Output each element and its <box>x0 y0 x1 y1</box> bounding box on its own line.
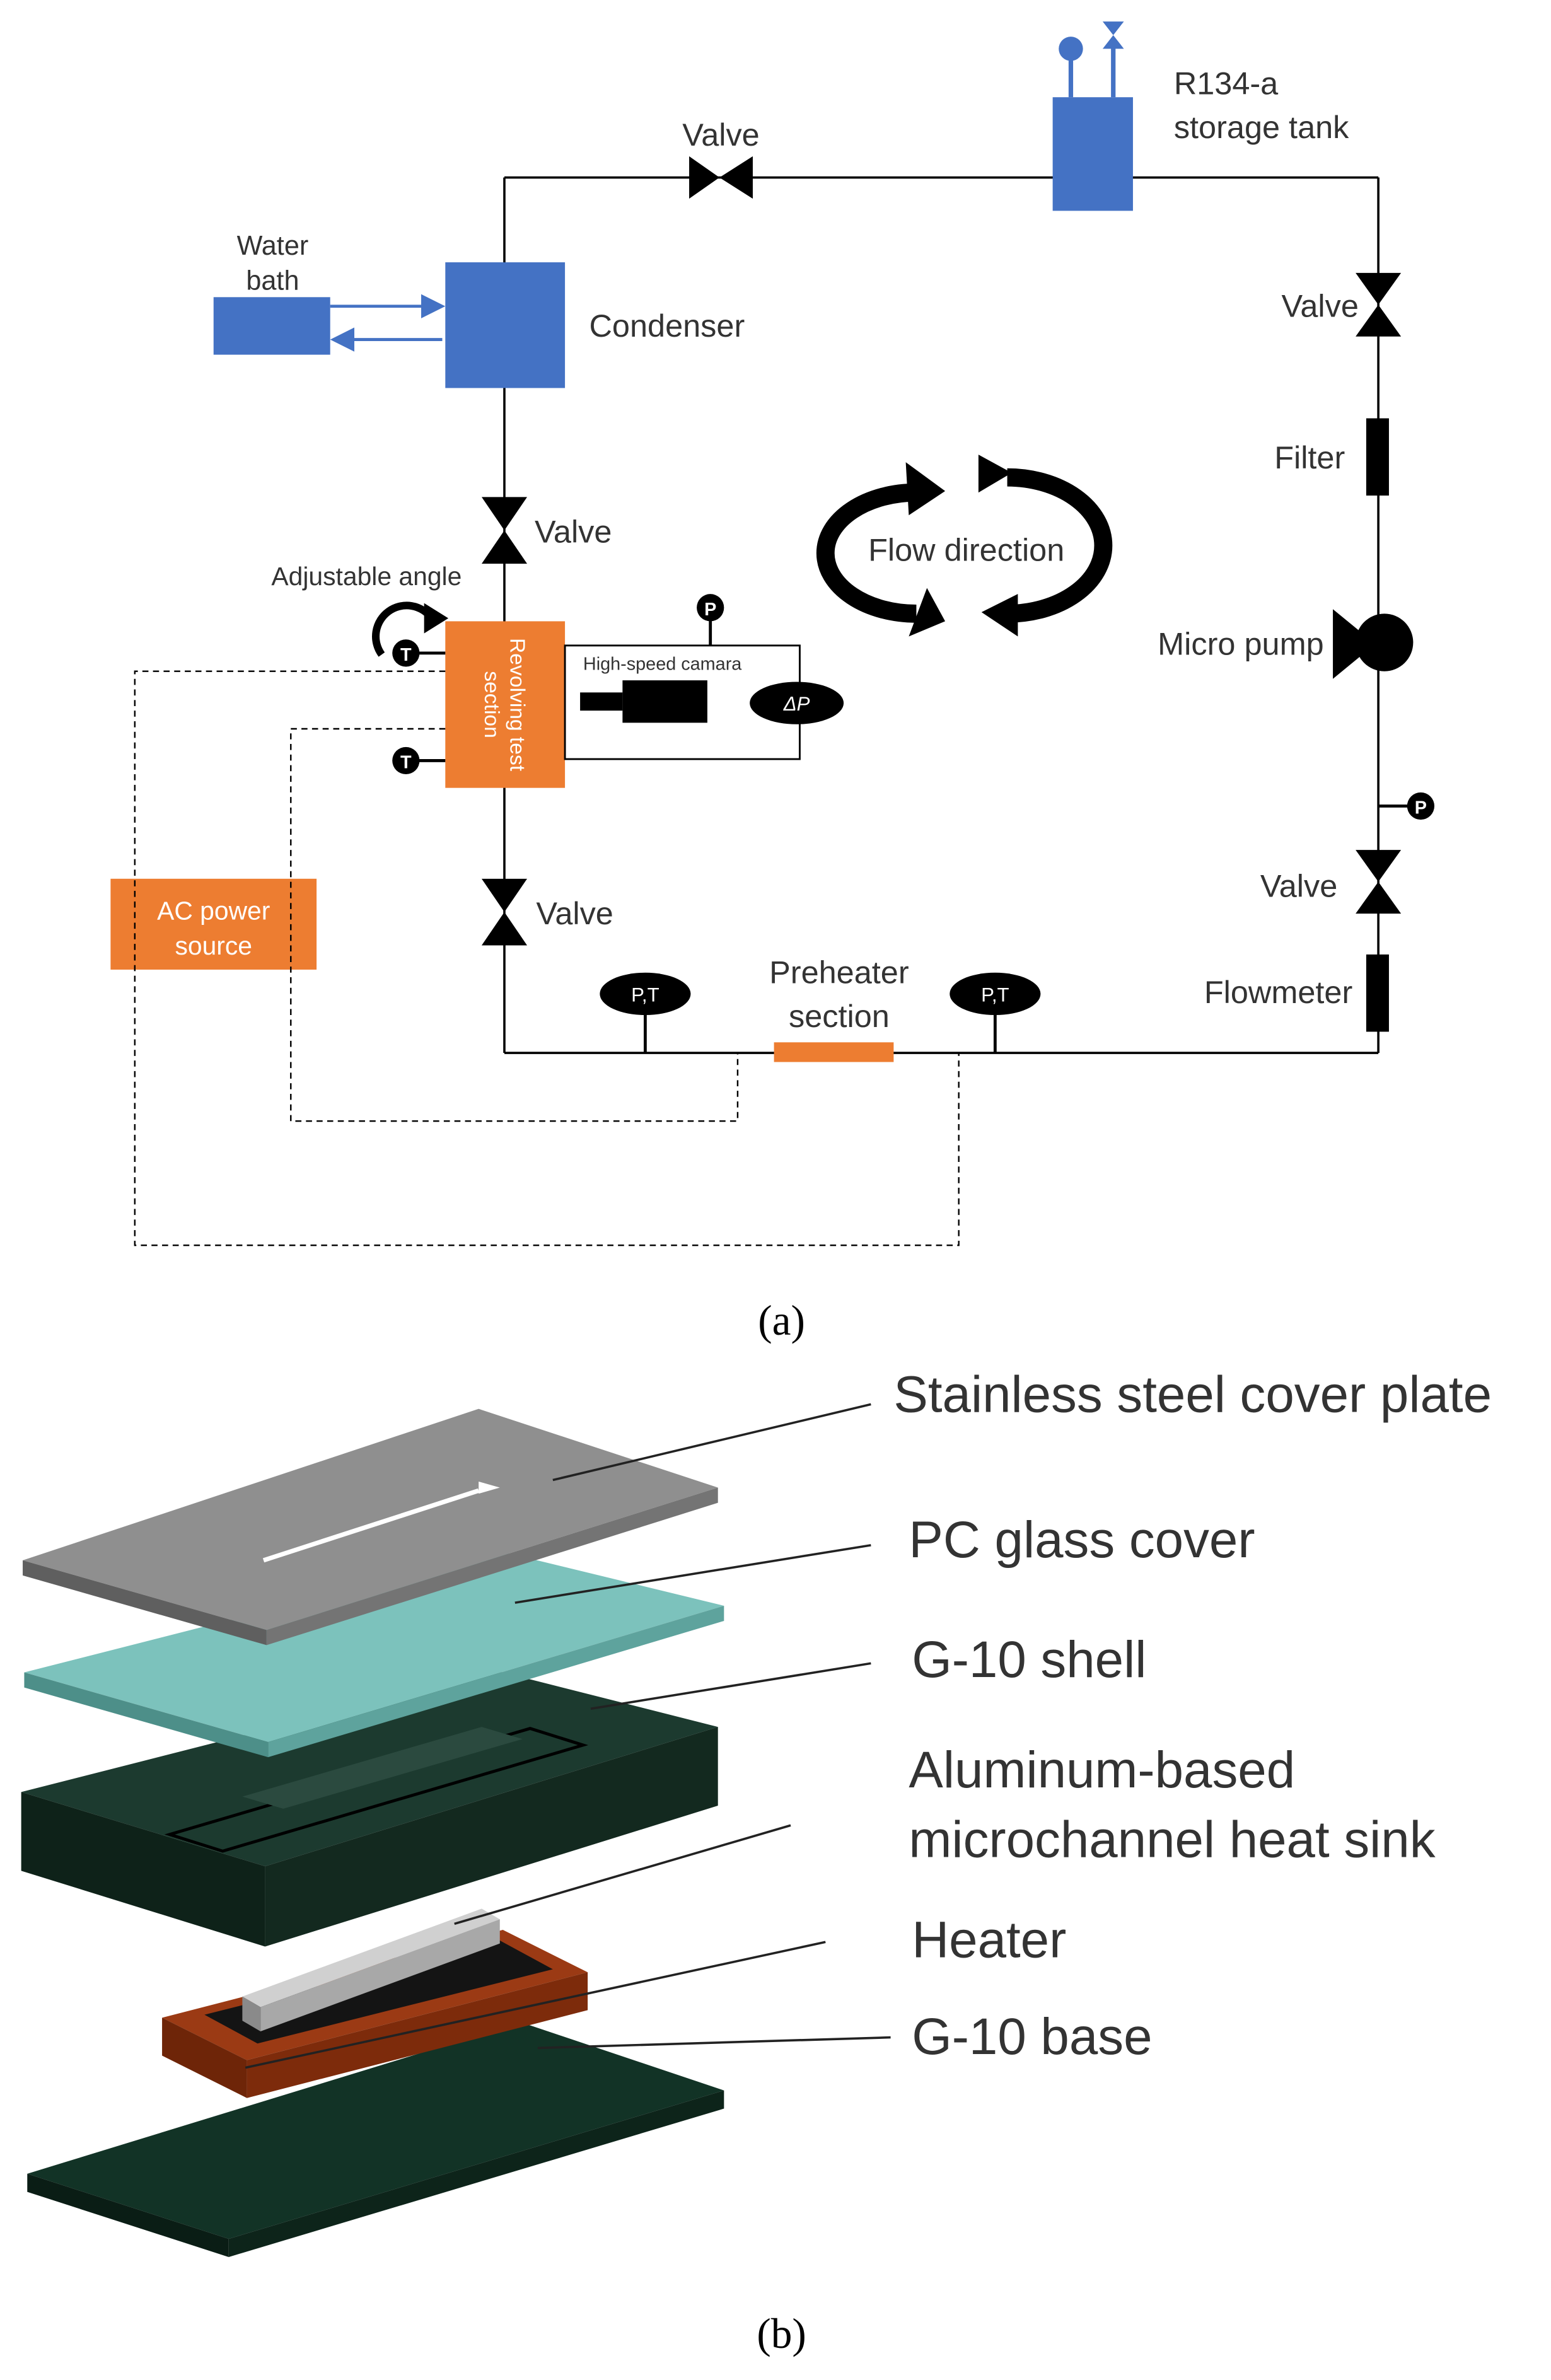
preheater-label-2: section <box>789 998 890 1034</box>
panel-b: Stainless steel cover plate PC glass cov… <box>21 1366 1492 2357</box>
storage-tank-label-1: R134-a <box>1174 65 1279 101</box>
storage-tank-label-2: storage tank <box>1174 109 1349 145</box>
temperature-sensor-2 <box>392 746 420 775</box>
micro-pump <box>1333 609 1414 679</box>
ac-power-source-label-2: source <box>175 931 252 960</box>
revolving-test-section-label-1: Revolving test <box>506 638 529 772</box>
layer-label-g10-base: G-10 base <box>912 2008 1152 2065</box>
water-bath-label-2: bath <box>246 265 299 296</box>
valve-right-bottom-symbol <box>1356 850 1402 914</box>
preheater-label-1: Preheater <box>769 955 909 990</box>
valve-left-symbol <box>481 497 528 564</box>
revolving-test-section <box>445 621 566 788</box>
ac-power-source <box>110 878 317 970</box>
g10-shell <box>21 1671 718 1947</box>
layer-label-heat-sink-2: microchannel heat sink <box>909 1811 1435 1869</box>
temperature-sensor-1-label: T <box>400 645 412 665</box>
valve-right-top-label: Valve <box>1281 288 1358 324</box>
valve-left-bottom-label: Valve <box>536 895 613 931</box>
caption-b: (b) <box>757 2310 806 2357</box>
differential-pressure-gauge <box>750 682 844 724</box>
layer-label-pc-glass: PC glass cover <box>909 1511 1255 1569</box>
valve-right-bottom-label: Valve <box>1260 868 1337 904</box>
valve-top-label: Valve <box>682 117 759 153</box>
water-bath-label-1: Water <box>237 231 309 261</box>
pressure-sensor-camera-label: P <box>704 600 716 620</box>
pressure-sensor-camera <box>697 594 724 622</box>
high-speed-camera-label: High-speed camara <box>583 654 742 674</box>
temperature-sensor-1 <box>392 639 420 667</box>
valve-right-top-symbol <box>1356 272 1402 337</box>
preheater-section <box>774 1042 894 1062</box>
adjustable-angle-arrow <box>372 601 449 657</box>
pt-sensor-2-label: P,T <box>981 984 1009 1006</box>
layer-label-heat-sink-1: Aluminum-based <box>909 1741 1295 1799</box>
pt-sensor-1 <box>600 972 691 1016</box>
condenser-label: Condenser <box>590 308 745 344</box>
pt-sensor-2 <box>950 972 1041 1016</box>
pc-glass-cover <box>24 1551 724 1758</box>
pt-sensor-1-label: P,T <box>631 984 659 1006</box>
caption-a: (a) <box>758 1297 805 1344</box>
micro-pump-label: Micro pump <box>1158 625 1323 661</box>
layer-label-stainless-steel: Stainless steel cover plate <box>893 1366 1492 1423</box>
pressure-sensor-right-label: P <box>1415 798 1427 818</box>
power-wiring <box>134 670 960 1246</box>
leader-lines <box>245 1403 891 2069</box>
filter-label: Filter <box>1274 439 1345 475</box>
heater-bar <box>242 1908 500 2032</box>
high-speed-camera <box>580 680 707 723</box>
flowmeter <box>1366 954 1389 1032</box>
ac-power-source-label-1: AC power <box>157 897 270 926</box>
adjustable-angle-label: Adjustable angle <box>271 562 462 591</box>
flowmeter-label: Flowmeter <box>1204 974 1352 1010</box>
temperature-sensor-2-label: T <box>400 752 412 772</box>
water-bath <box>213 297 330 355</box>
valve-top-symbol <box>689 156 753 199</box>
panel-a: Valve R134-a storage tank Water bath Con… <box>110 21 1435 1344</box>
valve-left-bottom-symbol <box>481 878 528 946</box>
flow-direction-arrows <box>816 455 1113 637</box>
revolving-test-section-label-2: section <box>480 671 503 738</box>
layer-label-g10-shell: G-10 shell <box>912 1631 1146 1688</box>
layer-label-heater: Heater <box>912 1911 1066 1968</box>
stainless-steel-cover-plate <box>23 1408 718 1646</box>
g10-base <box>27 2022 724 2257</box>
storage-tank <box>1052 21 1133 211</box>
differential-pressure-label: ΔP <box>783 693 810 715</box>
pressure-sensor-right <box>1407 792 1435 820</box>
filter <box>1366 418 1389 496</box>
condenser <box>445 262 566 388</box>
flow-direction-label: Flow direction <box>868 531 1064 567</box>
valve-left-label: Valve <box>535 513 612 549</box>
